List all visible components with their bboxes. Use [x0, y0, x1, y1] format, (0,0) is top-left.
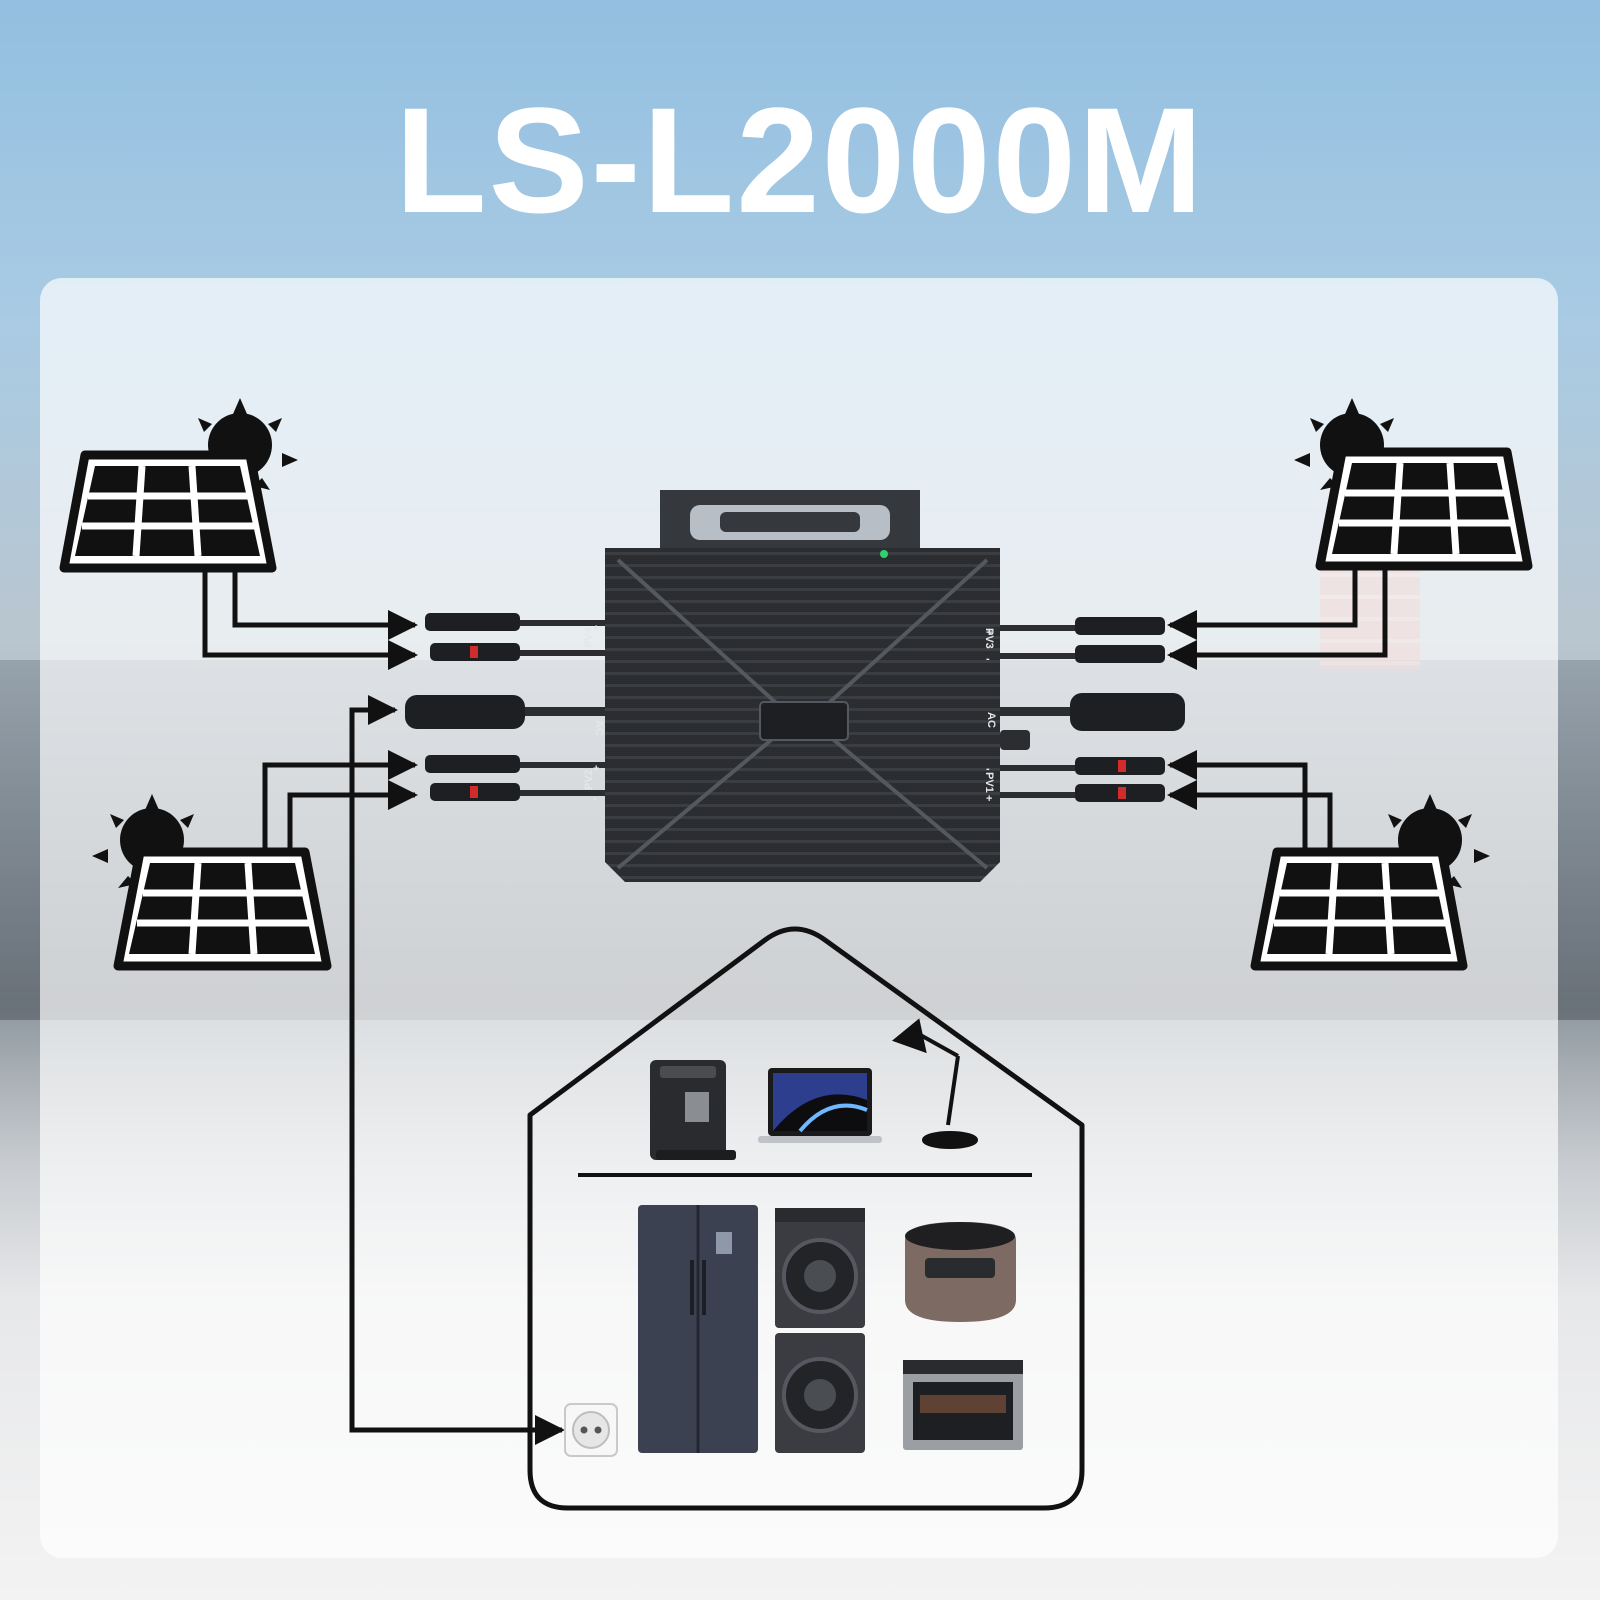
- solar-panel-icon: [113, 847, 332, 971]
- polarity-minus: -: [593, 793, 597, 805]
- microinverter: [605, 490, 1030, 882]
- solar-panel-icon: [1315, 447, 1533, 571]
- pv-cables-right: [1000, 625, 1090, 798]
- solar-panel-icon: [59, 450, 277, 573]
- port-label-ac-left: AC: [593, 720, 605, 736]
- house-outline-icon: [527, 926, 1085, 1511]
- washing-machine-icon: [775, 1208, 865, 1328]
- polarity-minus: -: [986, 763, 990, 775]
- pv-cables-left: [515, 620, 605, 796]
- rice-cooker-icon: [905, 1222, 1016, 1322]
- port-label-pv2: PV2: [583, 769, 595, 790]
- polarity-minus: -: [593, 653, 597, 665]
- coffee-machine-icon: [650, 1060, 736, 1160]
- laptop-icon: [758, 1068, 882, 1143]
- polarity-minus: -: [986, 653, 990, 665]
- port-label-pv4: PV4: [583, 626, 595, 648]
- plug-connector-icon: [405, 613, 525, 801]
- connection-lines: [202, 570, 1388, 1445]
- port-label-ac-right: AC: [985, 712, 997, 728]
- product-title: LS-L2000M: [395, 76, 1205, 244]
- wall-socket-icon: [564, 1403, 618, 1457]
- plug-connector-icon: [1070, 617, 1185, 802]
- washing-machine-icon: [775, 1333, 865, 1453]
- polarity-plus: +: [593, 763, 599, 775]
- port-label-pv1: PV1: [983, 772, 995, 793]
- polarity-plus: +: [986, 627, 992, 639]
- desk-lamp-icon: [891, 1018, 978, 1149]
- status-led: [880, 550, 888, 558]
- port-label-pv3: PV3: [983, 628, 995, 649]
- solar-panel-icon: [1250, 847, 1468, 971]
- polarity-plus: +: [986, 793, 992, 805]
- polarity-plus: +: [593, 623, 599, 635]
- refrigerator-icon: [638, 1205, 758, 1453]
- oven-icon: [903, 1360, 1023, 1450]
